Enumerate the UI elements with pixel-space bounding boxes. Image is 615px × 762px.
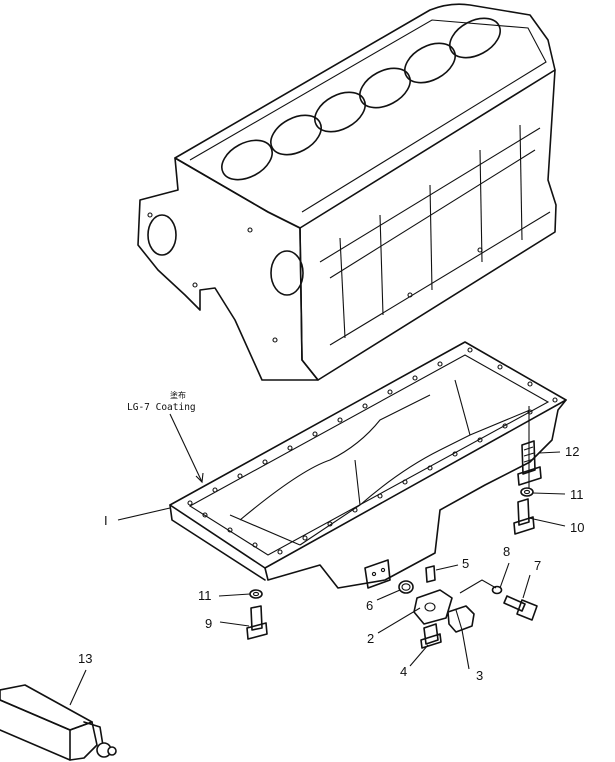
callout-5: 5 bbox=[462, 556, 469, 571]
part-3-plug bbox=[447, 605, 475, 633]
part-9-bolt bbox=[246, 605, 268, 640]
callout-numbers: 12 11 10 8 7 5 6 2 4 3 11 9 13 bbox=[78, 444, 584, 683]
callout-12: 12 bbox=[565, 444, 579, 459]
oil-pan bbox=[169, 341, 567, 589]
callout-11-right: 11 bbox=[570, 487, 584, 502]
part-7-bolt bbox=[503, 595, 538, 621]
part-2-elbow bbox=[413, 589, 453, 625]
part-13-tool bbox=[0, 684, 117, 761]
part-5-pin bbox=[425, 565, 436, 583]
callout-10: 10 bbox=[570, 520, 584, 535]
callout-6: 6 bbox=[366, 598, 373, 613]
callout-7: 7 bbox=[534, 558, 541, 573]
label-i: I bbox=[104, 513, 108, 528]
part-11-washer-left bbox=[249, 589, 263, 599]
part-11-washer-right bbox=[520, 487, 534, 497]
flange-bolt-holes bbox=[187, 347, 558, 555]
part-4-plug bbox=[420, 623, 442, 649]
callout-4: 4 bbox=[400, 664, 407, 679]
part-10-bolt bbox=[513, 498, 535, 535]
part-6-oring bbox=[398, 580, 414, 594]
leader-lines bbox=[69, 406, 566, 706]
annotations: 塗布 LG-7 Coating I bbox=[104, 390, 196, 528]
callout-3: 3 bbox=[476, 668, 483, 683]
callout-8: 8 bbox=[503, 544, 510, 559]
part-8-washer bbox=[491, 585, 503, 595]
coating-note: LG-7 Coating bbox=[127, 402, 196, 413]
callout-13: 13 bbox=[78, 651, 92, 666]
coating-cjk-text: 塗布 bbox=[170, 390, 186, 400]
callout-11-left: 11 bbox=[198, 588, 212, 603]
engine-block bbox=[137, 3, 557, 381]
callout-2: 2 bbox=[367, 631, 374, 646]
callout-9: 9 bbox=[205, 616, 212, 631]
